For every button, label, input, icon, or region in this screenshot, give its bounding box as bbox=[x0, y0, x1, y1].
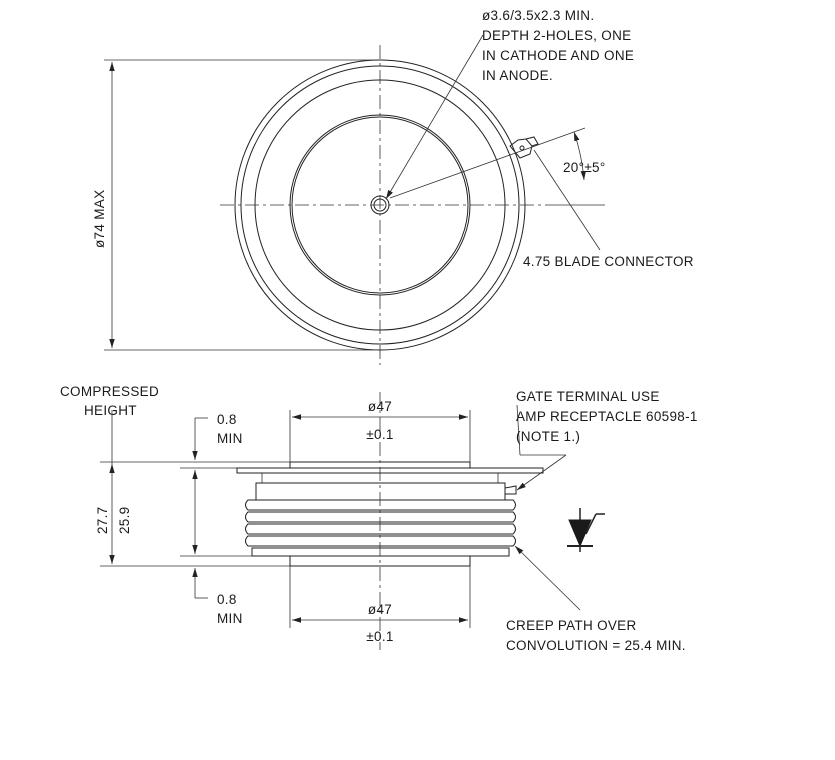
diameter-label: ø74 MAX bbox=[92, 190, 107, 248]
top-diameter-label: ø47 bbox=[368, 399, 392, 414]
thyristor-symbol-icon bbox=[567, 508, 605, 552]
creep-note: CREEP PATH OVER CONVOLUTION = 25.4 MIN. bbox=[506, 618, 686, 653]
side-view bbox=[100, 392, 581, 650]
height-inner-label: 25.9 bbox=[117, 507, 132, 534]
angle-label: 20°±5° bbox=[563, 160, 606, 175]
height-outer-label: 27.7 bbox=[95, 507, 110, 534]
blade-connector-tab bbox=[509, 136, 539, 159]
bottom-diameter-tolerance: ±0.1 bbox=[366, 629, 393, 644]
bottom-gap-label: 0.8 MIN bbox=[217, 592, 243, 626]
blade-connector-label: 4.75 BLADE CONNECTOR bbox=[523, 254, 694, 269]
compressed-height-label: COMPRESSED HEIGHT bbox=[60, 384, 163, 418]
top-view bbox=[104, 34, 605, 365]
top-diameter-tolerance: ±0.1 bbox=[366, 427, 393, 442]
top-gap-label: 0.8 MIN bbox=[217, 412, 243, 446]
gate-note: GATE TERMINAL USE AMP RECEPTACLE 60598-1… bbox=[516, 389, 702, 444]
hole-note: ø3.6/3.5x2.3 MIN. DEPTH 2-HOLES, ONE IN … bbox=[482, 8, 638, 83]
bottom-diameter-label: ø47 bbox=[368, 602, 392, 617]
